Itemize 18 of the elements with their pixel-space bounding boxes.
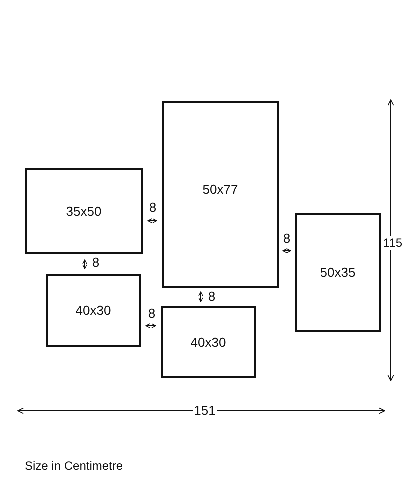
dimension-label: 8	[207, 290, 217, 304]
size-label: 40x30	[190, 334, 226, 350]
size-label: 50x77	[202, 182, 238, 197]
dimension-label: 115	[383, 236, 403, 250]
size-label: 40x30	[76, 303, 112, 318]
size-label: 35x50	[66, 204, 102, 218]
dimension-label: 8	[282, 232, 292, 246]
picture-frame-outline	[46, 274, 141, 347]
picture-frame-outline	[162, 101, 279, 288]
caption: Size in Centimetre	[25, 459, 124, 473]
size-label: 50x35	[320, 265, 356, 280]
picture-frame-outline	[161, 306, 256, 378]
dimension-label: 151	[193, 404, 217, 418]
picture-frame-outline	[295, 213, 381, 332]
dimension-label: 8	[91, 256, 101, 270]
picture-frame-outline	[25, 168, 143, 254]
dimension-label: 8	[148, 201, 158, 215]
dimension-label: 8	[147, 307, 157, 321]
